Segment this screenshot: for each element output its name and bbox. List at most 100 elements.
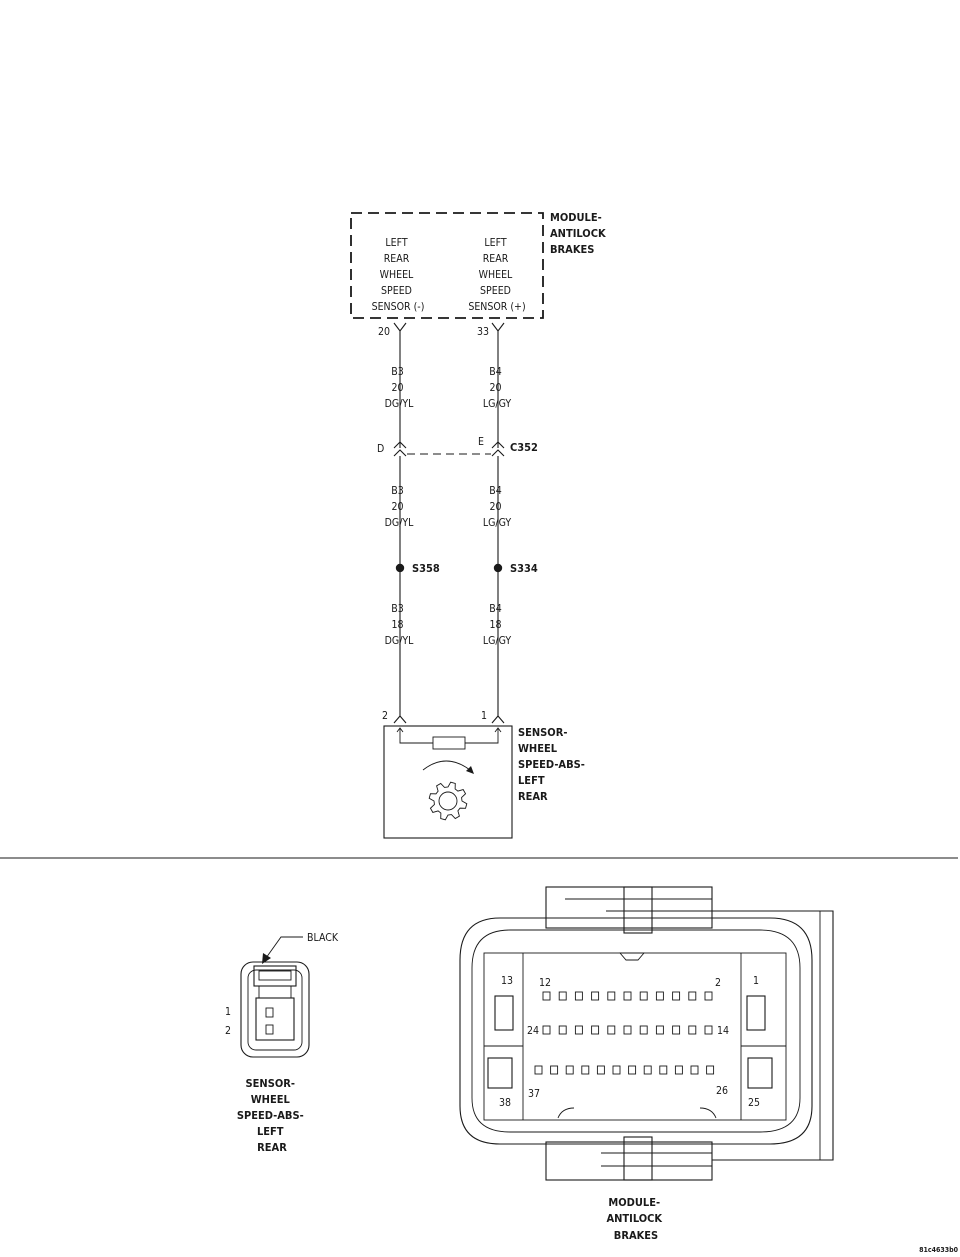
- module-pin-cavity: [558, 991, 567, 1001]
- pin-label-24: 24: [527, 1025, 539, 1037]
- sensor-connector-pin-label-2: 2: [225, 1025, 231, 1037]
- sensor-connector-cavity-block: [255, 997, 295, 1041]
- module-pin-cavity: [607, 1025, 616, 1035]
- module-pin-cavity: [596, 1065, 605, 1075]
- wire-label-lower-right: B4 18 LG/GY: [483, 603, 512, 647]
- splice-s334: S334: [493, 562, 538, 575]
- module-connector-bottom-latch: [545, 1141, 713, 1181]
- module-terminal-25: [747, 1057, 773, 1089]
- module-right-function: LEFT REAR WHEEL SPEED SENSOR (+): [468, 237, 525, 313]
- c352-right-chevron-top: [491, 441, 505, 449]
- module-pin-left: 20: [378, 322, 407, 338]
- module-pin-cavity: [612, 1065, 621, 1075]
- figure-id: 81c4633b0: [919, 1246, 959, 1254]
- module-terminal-13: [494, 995, 514, 1031]
- module-connector-view-title: MODULE- ANTILOCK BRAKES: [606, 1196, 665, 1242]
- module-pin-cavity: [591, 1025, 600, 1035]
- pin-label-26: 26: [716, 1085, 728, 1097]
- c352-cavity-right: E: [478, 436, 484, 448]
- module-pin-cavity: [623, 1025, 632, 1035]
- module-pin-cavity: [643, 1065, 652, 1075]
- module-pin-cavity: [674, 1065, 683, 1075]
- module-pin-cavity: [704, 1025, 713, 1035]
- svg-text:20: 20: [378, 326, 390, 338]
- module-pin-cavity: [534, 1065, 543, 1075]
- sensor-wheel-speed-component: 2 1 SENSOR- WHEEL SPEED-ABS- LEFT REAR: [382, 710, 588, 839]
- module-pin-cavity: [690, 1065, 699, 1075]
- module-pin-cavity: [672, 1025, 681, 1035]
- sensor-body-outline: [383, 725, 513, 839]
- pin-label-25: 25: [748, 1097, 760, 1109]
- color-callout-leader: [265, 936, 303, 959]
- module-antilock-brakes-box: MODULE- ANTILOCK BRAKES LEFT REAR WHEEL …: [350, 211, 609, 319]
- sensor-connector-latch: [253, 965, 297, 987]
- connector-c352: D E C352: [377, 436, 538, 457]
- module-pin-cavity: [542, 1025, 551, 1035]
- module-pin-row-14-to-24: [542, 1025, 713, 1035]
- module-pin-cavity: [558, 1025, 567, 1035]
- module-left-function: LEFT REAR WHEEL SPEED SENSOR (-): [372, 237, 425, 313]
- module-pin-cavity: [655, 1025, 664, 1035]
- sensor-connector-pin-1: [265, 1007, 274, 1018]
- wire-label-upper-left: B3 20 DG/YL: [385, 366, 415, 410]
- module-pin-cavity: [565, 1065, 574, 1075]
- module-connector-outer-shell: [459, 917, 813, 1145]
- module-connector-face-view: 13 12 2 1 24 14 37 26 38 25 MODULE- ANTI…: [459, 886, 834, 1242]
- sensor-pin-left-label: 2: [382, 710, 388, 722]
- rotation-arrow-icon: [422, 760, 471, 771]
- module-pin-cavity: [706, 1065, 715, 1075]
- sensor-connector-pin-2: [265, 1024, 274, 1035]
- module-pin-cavity: [574, 1025, 583, 1035]
- module-pin-cavity: [655, 991, 664, 1001]
- wire-label-lower-left: B3 18 DG/YL: [385, 603, 415, 647]
- module-pin-cavity: [688, 991, 697, 1001]
- module-pin-cavity: [550, 1065, 559, 1075]
- module-pin-cavity: [623, 991, 632, 1001]
- module-terminal-1: [746, 995, 766, 1031]
- pin-label-14: 14: [717, 1025, 729, 1037]
- module-pin-cavity: [591, 991, 600, 1001]
- module-pin-cavity: [704, 991, 713, 1001]
- module-pin-cavity: [542, 991, 551, 1001]
- pin-label-2: 2: [715, 977, 721, 989]
- c352-cavity-left: D: [377, 443, 384, 455]
- c352-label: C352: [510, 441, 538, 454]
- pin-label-37: 37: [528, 1088, 540, 1100]
- module-pin-row-2-to-12: [542, 991, 713, 1001]
- module-dashed-outline: [350, 212, 544, 319]
- module-pin-cavity: [659, 1065, 668, 1075]
- splice-s358: S358: [395, 562, 440, 575]
- splice-s358-label: S358: [412, 562, 440, 575]
- sensor-connector-view-title: SENSOR- WHEEL SPEED-ABS- LEFT REAR: [237, 1077, 307, 1154]
- sensor-resistor-element: [432, 736, 466, 750]
- module-pin-cavity: [581, 1065, 590, 1075]
- module-terminal-38: [487, 1057, 513, 1089]
- c352-left-chevron-top: [393, 441, 407, 449]
- sensor-pin-right-label: 1: [481, 710, 487, 722]
- sensor-pin-left-chevron: [393, 715, 407, 724]
- svg-text:33: 33: [477, 326, 489, 338]
- sensor-connector-color-label: BLACK: [307, 932, 339, 944]
- c352-left-chevron-bottom: [393, 449, 407, 457]
- pin-label-1: 1: [753, 975, 759, 987]
- module-pin-cavity: [607, 991, 616, 1001]
- sensor-connector-face-view: 1 2 BLACK SENSOR- WHEEL SPEED-ABS- LEFT …: [225, 932, 339, 1154]
- wire-label-mid-left: B3 20 DG/YL: [385, 485, 415, 529]
- module-pin-cavity: [574, 991, 583, 1001]
- sensor-title: SENSOR- WHEEL SPEED-ABS- LEFT REAR: [518, 726, 588, 803]
- module-title: MODULE- ANTILOCK BRAKES: [550, 211, 609, 256]
- module-connector-cavity-body: [483, 952, 787, 1121]
- splice-s334-label: S334: [510, 562, 538, 575]
- gear-icon: [428, 781, 468, 821]
- module-pin-cavity: [688, 1025, 697, 1035]
- module-pin-cavity: [639, 1025, 648, 1035]
- module-pin-cavity: [639, 991, 648, 1001]
- module-pin-cavity: [672, 991, 681, 1001]
- callout-arrow-icon: [262, 953, 271, 964]
- module-connector-inner-shell: [471, 929, 801, 1133]
- pin-label-12: 12: [539, 977, 551, 989]
- sensor-connector-outer-shell: [240, 961, 310, 1058]
- module-connector-top-latch: [545, 886, 713, 929]
- sensor-pin-right-chevron: [491, 715, 505, 724]
